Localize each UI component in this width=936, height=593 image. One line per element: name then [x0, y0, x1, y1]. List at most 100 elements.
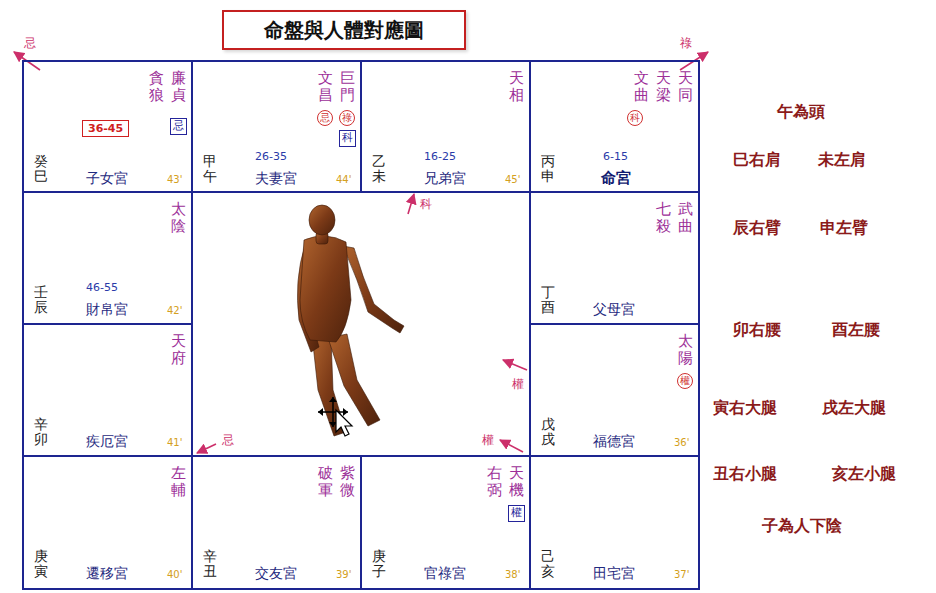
transform-label: 科: [420, 196, 432, 213]
body-mapping: 酉左腰: [832, 320, 880, 341]
flying-arrows: [14, 52, 708, 453]
palace-name: 田宅宮: [593, 565, 635, 583]
palace-name: 兄弟宮: [424, 170, 466, 188]
body-mapping: 未左肩: [818, 150, 866, 171]
star-name: 太陽: [678, 333, 693, 366]
stem-branch: 壬辰: [34, 285, 48, 316]
transform-label: 祿: [680, 35, 692, 52]
palace-cell: 武曲七殺丁酉父母宮: [529, 191, 700, 325]
transform-mark: 權: [677, 373, 693, 389]
stem-branch: 庚子: [372, 549, 386, 580]
palace-name: 父母宮: [593, 301, 635, 319]
palace-cell: 太陰壬辰 46-55 財帛宮 42': [22, 191, 193, 325]
age-number: 41': [167, 437, 182, 448]
star-name: 天府: [171, 333, 186, 366]
age-number: 38': [505, 569, 520, 580]
age-number: 43': [167, 174, 182, 185]
stem-branch: 癸巳: [34, 154, 48, 185]
palace-cell: 巨門文昌祿忌科甲午 26-35 夫妻宮 44': [191, 60, 362, 193]
age-number: 44': [336, 174, 351, 185]
body-mapping: 申左臂: [820, 218, 868, 239]
star-name: 天相: [509, 70, 524, 103]
star-name: 廉貞: [171, 70, 186, 103]
star-name: 太陰: [171, 201, 186, 234]
star-name: 紫微: [340, 465, 355, 498]
transform-mark: 科: [627, 110, 643, 126]
stem-branch: 己亥: [541, 549, 555, 580]
body-mapping: 辰右臂: [733, 218, 781, 239]
star-name: 天機: [509, 465, 524, 498]
decade-range: 6-15: [603, 150, 628, 163]
stem-branch: 辛卯: [34, 417, 48, 448]
star-name: 武曲: [678, 201, 693, 234]
transform-label: 權: [512, 376, 524, 393]
decade-range: 46-55: [86, 281, 118, 294]
body-mapping: 巳右肩: [733, 150, 781, 171]
star-name: 天梁: [656, 70, 671, 103]
star-name: 右弼: [487, 465, 502, 498]
palace-name: 子女宮: [86, 170, 128, 188]
stem-branch: 戊戌: [541, 417, 555, 448]
star-name: 破軍: [318, 465, 333, 498]
human-figure: [297, 205, 404, 436]
transform-mark: 科: [339, 130, 356, 147]
transform-label: 權: [482, 432, 494, 449]
body-mapping: 戌左大腿: [822, 398, 886, 419]
age-number: 39': [336, 569, 351, 580]
palace-cell: 廉貞貪狼忌癸巳 36-45 子女宮 43': [22, 60, 193, 193]
star-name: 七殺: [656, 201, 671, 234]
age-number: 45': [505, 174, 520, 185]
title-box: 命盤與人體對應圖: [222, 10, 466, 50]
palace-name: 命宮: [601, 169, 631, 188]
palace-cell: 天機右弼權庚子官祿宮 38': [360, 455, 531, 590]
star-name: 左輔: [171, 465, 186, 498]
body-mapping: 午為頭: [777, 102, 825, 123]
body-mapping: 卯右腰: [733, 320, 781, 341]
stem-branch: 丁酉: [541, 285, 555, 316]
palace-cell: 天府辛卯疾厄宮 41': [22, 323, 193, 457]
body-mapping: 寅右大腿: [713, 398, 777, 419]
transform-mark: 祿: [339, 110, 355, 126]
transform-mark: 忌: [170, 118, 187, 135]
age-number: 42': [167, 305, 182, 316]
transform-label: 忌: [222, 432, 234, 449]
palace-name: 官祿宮: [424, 565, 466, 583]
palace-name: 遷移宮: [86, 565, 128, 583]
decade-range: 26-35: [255, 150, 287, 163]
palace-name: 財帛宮: [86, 301, 128, 319]
star-name: 巨門: [340, 70, 355, 103]
star-name: 文曲: [634, 70, 649, 103]
decade-range: 36-45: [82, 120, 129, 137]
palace-cell: 天相乙未 16-25 兄弟宮 45': [360, 60, 531, 193]
palace-name: 福德宮: [593, 433, 635, 451]
palace-cell: 左輔庚寅遷移宮 40': [22, 455, 193, 590]
star-name: 貪狼: [149, 70, 164, 103]
body-mapping: 子為人下陰: [762, 516, 842, 537]
stem-branch: 辛丑: [203, 549, 217, 580]
palace-cell: 太陽權戊戌福德宮 36': [529, 323, 700, 457]
transform-mark: 忌: [317, 110, 333, 126]
body-mapping: 丑右小腿: [713, 464, 777, 485]
title-text: 命盤與人體對應圖: [224, 17, 464, 44]
move-cursor: [318, 397, 352, 436]
age-number: 37': [674, 569, 689, 580]
transform-label: 忌: [24, 35, 36, 52]
star-name: 文昌: [318, 70, 333, 103]
stem-branch: 庚寅: [34, 549, 48, 580]
palace-cell: 天同天梁文曲科丙申 6-15 命宮: [529, 60, 700, 193]
stem-branch: 乙未: [372, 154, 386, 185]
palace-name: 交友宮: [255, 565, 297, 583]
palace-name: 疾厄宮: [86, 433, 128, 451]
decade-range: 16-25: [424, 150, 456, 163]
star-name: 天同: [678, 70, 693, 103]
age-number: 36': [674, 437, 689, 448]
palace-name: 夫妻宮: [255, 170, 297, 188]
age-number: 40': [167, 569, 182, 580]
stem-branch: 甲午: [203, 154, 217, 185]
palace-cell: 紫微破軍辛丑交友宮 39': [191, 455, 362, 590]
stem-branch: 丙申: [541, 154, 555, 185]
transform-mark: 權: [508, 505, 525, 522]
body-mapping: 亥左小腿: [832, 464, 896, 485]
